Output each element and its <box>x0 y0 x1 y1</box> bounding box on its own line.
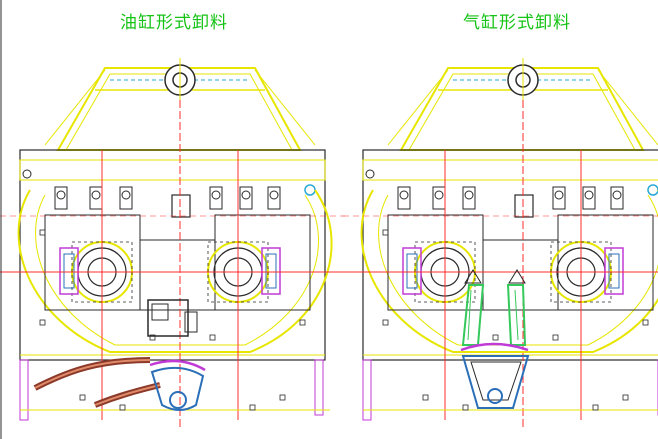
spray-nozzle-mount <box>89 186 103 210</box>
hydraulic-cylinder-core <box>94 384 161 406</box>
discharge-gate-arc <box>460 342 529 352</box>
trough-outline <box>360 189 658 353</box>
spray-nozzle <box>584 190 594 200</box>
inspection-glass <box>608 253 620 289</box>
valve-block <box>171 194 191 218</box>
spray-nozzle <box>121 190 131 200</box>
leg-right <box>314 359 324 416</box>
hydraulic-pipe-upper-core <box>34 359 151 389</box>
discharge-door-hinge <box>487 388 503 404</box>
leg-left <box>19 359 29 421</box>
spray-nozzle <box>269 190 279 200</box>
inspection-glass <box>406 253 418 289</box>
bolt-hole <box>39 229 46 236</box>
title-pneumatic-discharge: 气缸形式卸料 <box>463 13 571 33</box>
bolt-hole <box>592 404 599 411</box>
bolt-hole <box>382 229 389 236</box>
spray-nozzle <box>554 190 564 200</box>
mount-hole-right <box>304 184 316 196</box>
spray-nozzle-mount <box>209 186 223 210</box>
pneumatic-rod-right <box>514 289 519 341</box>
bolt-hole <box>462 404 469 411</box>
spray-nozzle-mount <box>119 186 133 210</box>
pneumatic-rod-left <box>467 289 472 341</box>
bolt-hole <box>552 334 559 341</box>
inspection-window <box>604 247 624 295</box>
spray-nozzle-mount <box>239 186 253 210</box>
spray-nozzle-mount <box>267 186 281 210</box>
spray-nozzle <box>241 190 251 200</box>
bolt-hole <box>79 394 86 401</box>
spray-nozzle-mount <box>397 186 411 210</box>
pneumatic-cylinder-right <box>506 284 527 346</box>
chamber-center <box>482 239 559 311</box>
brace-right <box>597 69 658 146</box>
spray-nozzle-mount <box>462 186 476 210</box>
bolt-hole <box>642 319 649 326</box>
spray-nozzle-mount <box>582 186 596 210</box>
bolt-hole <box>382 319 389 326</box>
inspection-window <box>59 247 79 295</box>
hydraulic-power-unit <box>147 299 189 337</box>
bolt-hole <box>622 394 629 401</box>
bolt-hole <box>149 334 156 341</box>
body-top-band <box>19 159 326 181</box>
discharge-door-hinge <box>169 391 187 409</box>
mount-hole-right <box>647 184 658 196</box>
bolt-hole <box>492 334 499 341</box>
leg-left <box>362 359 372 421</box>
pneumatic-mount-left <box>464 269 482 284</box>
bolt-hole <box>39 319 46 326</box>
bolt-hole <box>422 394 429 401</box>
body-top-band <box>362 159 658 181</box>
inspection-window <box>261 247 281 295</box>
discharge-door <box>150 366 205 411</box>
spray-nozzle <box>91 190 101 200</box>
mount-hole-left <box>22 169 32 179</box>
mount-hole-left <box>365 169 375 179</box>
spray-nozzle-mount <box>610 186 624 210</box>
inspection-glass <box>265 253 277 289</box>
pneumatic-mount-right <box>508 269 526 284</box>
valve-block <box>514 194 534 218</box>
mixer-drawing-pneumatic <box>343 58 658 430</box>
bolt-hole <box>119 404 126 411</box>
bolt-hole <box>299 319 306 326</box>
bolt-hole <box>279 394 286 401</box>
trough-outline <box>17 189 333 353</box>
spray-nozzle-mount <box>552 186 566 210</box>
chamber-center <box>139 239 216 311</box>
brace-left <box>387 69 449 146</box>
brace-left <box>44 69 106 146</box>
discharge-gate-arc <box>149 359 206 372</box>
mixer-body <box>362 149 658 361</box>
hydraulic-valve <box>184 311 198 333</box>
spray-nozzle <box>464 190 474 200</box>
hydraulic-motor <box>151 303 169 321</box>
spray-nozzle-mount <box>432 186 446 210</box>
spray-nozzle-mount <box>54 186 68 210</box>
spray-nozzle <box>211 190 221 200</box>
bolt-hole <box>249 404 256 411</box>
mixer-drawing-hydraulic <box>0 58 345 430</box>
inspection-glass <box>63 253 75 289</box>
title-hydraulic-discharge: 油缸形式卸料 <box>120 13 228 33</box>
inspection-window <box>402 247 422 295</box>
spray-nozzle <box>612 190 622 200</box>
spray-nozzle <box>399 190 409 200</box>
discharge-door <box>461 355 530 409</box>
spray-nozzle <box>56 190 66 200</box>
bolt-hole <box>209 334 216 341</box>
spray-nozzle <box>434 190 444 200</box>
hydraulic-pipe-upper <box>33 357 151 391</box>
brace-right <box>254 69 316 146</box>
discharge-door-inner <box>470 361 522 401</box>
